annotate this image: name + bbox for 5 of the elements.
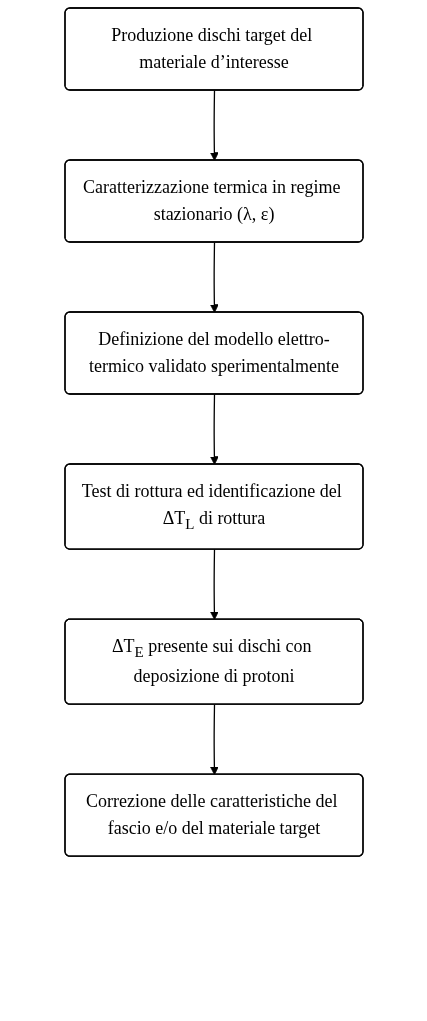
arrow [209, 704, 219, 776]
arrow [209, 89, 219, 161]
arrow [209, 548, 219, 620]
arrow [209, 241, 219, 313]
arrow [209, 393, 219, 465]
